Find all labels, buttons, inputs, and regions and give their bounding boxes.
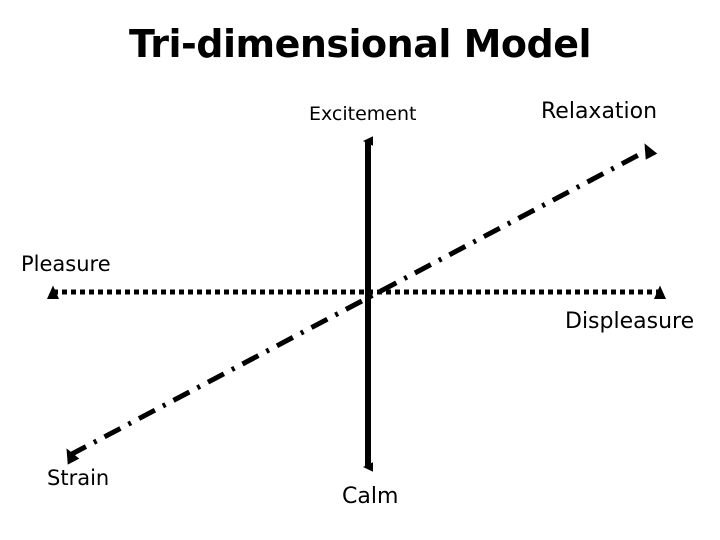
axis-label-excitement: Excitement xyxy=(309,103,417,125)
axis-label-relaxation: Relaxation xyxy=(541,99,658,124)
axis-label-strain: Strain xyxy=(47,466,110,490)
axis-label-displeasure: Displeasure xyxy=(565,309,695,334)
axis-label-pleasure: Pleasure xyxy=(21,252,111,276)
page-title: Tri-dimensional Model xyxy=(128,22,592,66)
axis-relaxation-strain xyxy=(66,143,658,465)
axis-label-calm: Calm xyxy=(342,484,399,509)
